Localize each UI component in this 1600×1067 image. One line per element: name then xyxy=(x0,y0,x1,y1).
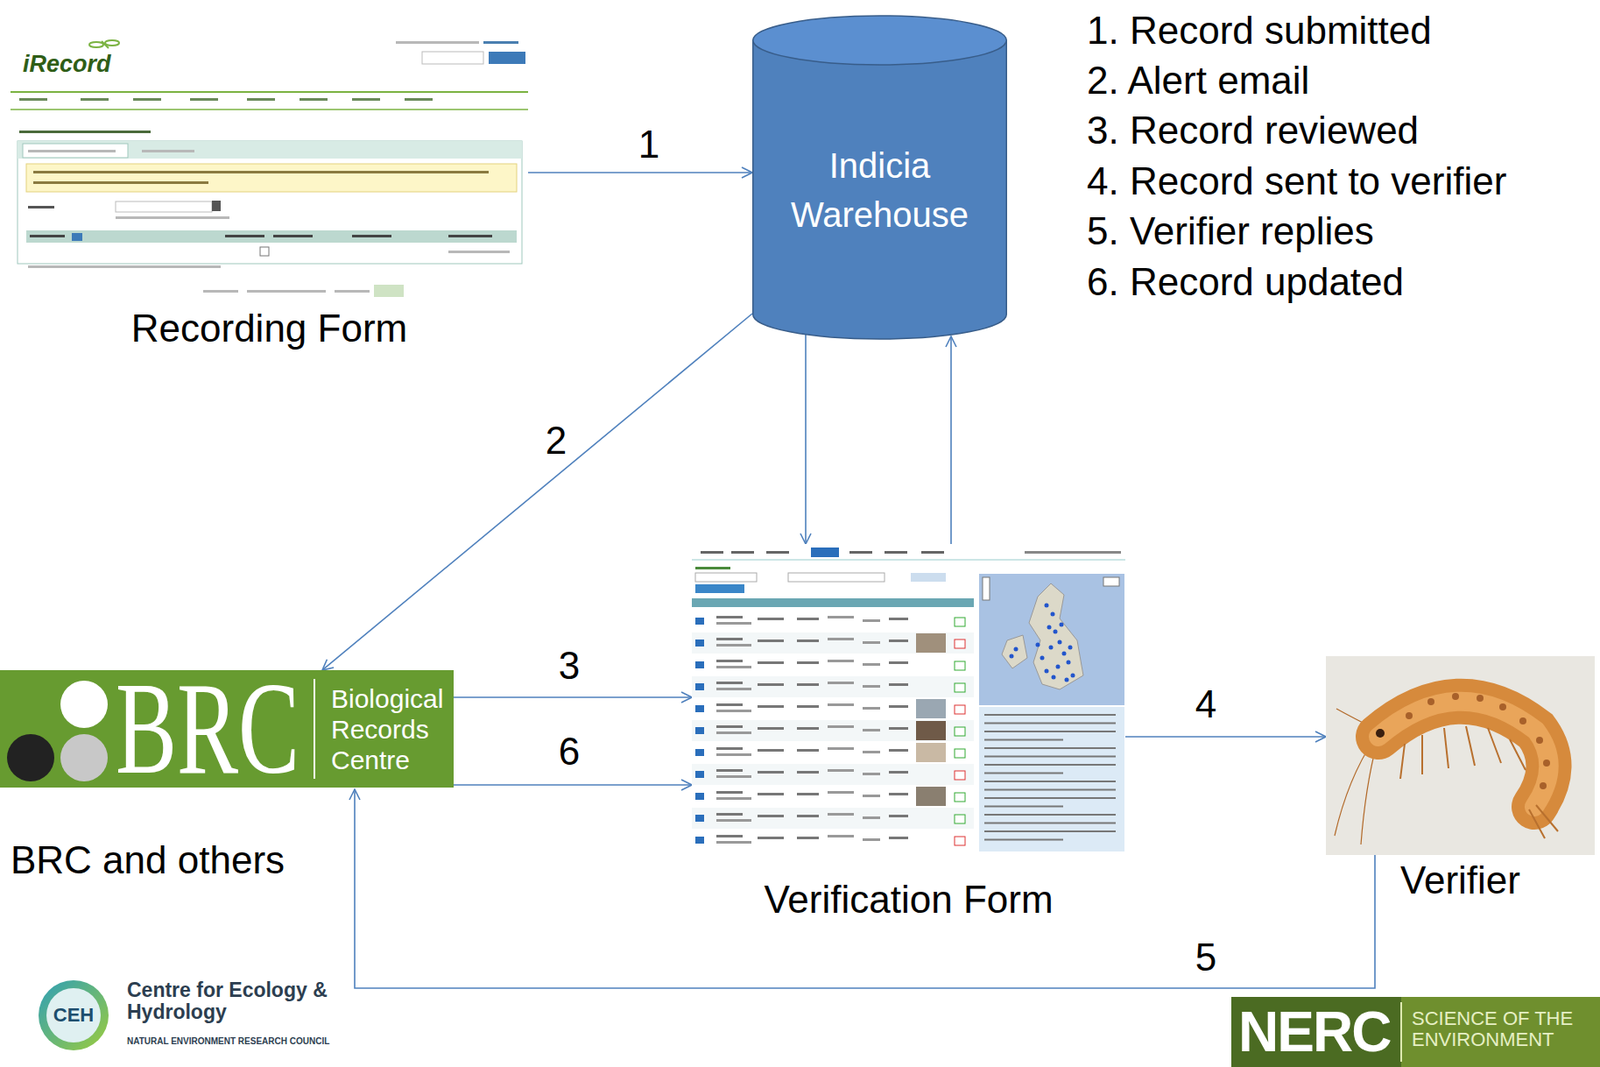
flow-arrow xyxy=(950,336,952,544)
node-caption: Verification Form xyxy=(763,877,1053,923)
step-item: 2. Alert email xyxy=(1086,58,1310,104)
screenshot-node: Verification Form xyxy=(691,543,1126,855)
step-number: 6 xyxy=(555,732,584,771)
ceh-ring xyxy=(38,979,109,1051)
flow-arrow xyxy=(453,696,692,698)
app-name: iRecord xyxy=(22,51,112,78)
photo-node: Verifier xyxy=(1325,655,1595,855)
logo-name: Centre for Ecology & Hydrology xyxy=(126,979,342,1024)
step-number: 4 xyxy=(1191,684,1220,724)
step-item: 4. Record sent to verifier xyxy=(1086,159,1507,205)
step-number: 2 xyxy=(542,421,571,460)
flow-arrow xyxy=(1125,735,1326,738)
flow-arrow xyxy=(322,313,753,670)
flow-arrow xyxy=(804,334,807,544)
step-number: 1 xyxy=(634,125,663,164)
logo-node: BRCBiological Records CentreBRC and othe… xyxy=(0,669,454,788)
step-item: 5. Verifier replies xyxy=(1086,209,1375,254)
ceh-disc xyxy=(46,987,101,1043)
step-number: 5 xyxy=(1191,937,1220,977)
step-number: 3 xyxy=(555,646,584,685)
flow-arrow xyxy=(354,789,1375,988)
node-art xyxy=(691,543,1126,855)
logo-subtitle: NATURAL ENVIRONMENT RESEARCH COUNCIL xyxy=(126,1036,330,1047)
screenshot-node: iRecordRecording Form xyxy=(10,35,529,307)
nerc-panel xyxy=(1231,996,1600,1067)
flow-arrow xyxy=(453,783,692,786)
step-item: 6. Record updated xyxy=(1086,260,1404,305)
nerc-divider xyxy=(1400,1001,1403,1062)
step-item: 3. Record reviewed xyxy=(1086,108,1419,154)
node-caption: Verifier xyxy=(1400,858,1521,903)
logo-tagline: SCIENCE OF THE ENVIRONMENT xyxy=(1411,1007,1587,1051)
node-art xyxy=(1325,655,1595,855)
nerc-side-panel xyxy=(1401,996,1600,1067)
logo-acronym: NERC xyxy=(1238,1003,1390,1060)
node-caption: BRC and others xyxy=(10,838,285,883)
node-caption: Recording Form xyxy=(131,306,408,352)
logo-words: Biological Records Centre xyxy=(331,683,463,776)
step-item: 1. Record submitted xyxy=(1086,8,1432,54)
flow-arrow xyxy=(528,171,753,174)
logo-mark: BRC xyxy=(115,662,300,794)
database-name: Indicia Warehouse xyxy=(775,140,986,240)
database-cylinder: Indicia Warehouse xyxy=(752,14,1008,340)
logo-initials: CEH xyxy=(53,1003,94,1026)
